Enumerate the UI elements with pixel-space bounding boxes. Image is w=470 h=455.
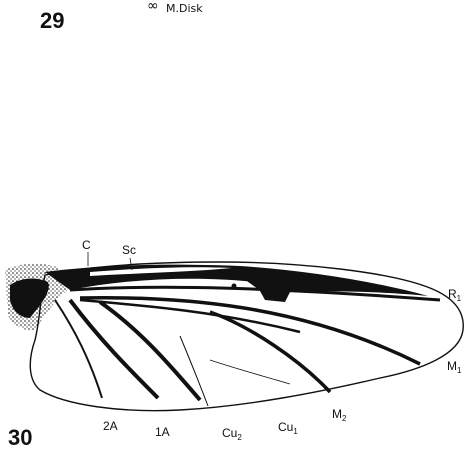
label-cu2: Cu2 [222, 427, 242, 442]
figure-30-number: 30 [8, 425, 32, 451]
label-cu1: Cu1 [278, 421, 298, 436]
label-costa: C [82, 239, 91, 251]
label-m1: M1 [447, 360, 461, 375]
label-2a: 2A [103, 420, 118, 432]
label-r1: R1 [448, 288, 461, 303]
label-m2: M2 [332, 408, 346, 423]
label-1a: 1A [155, 426, 170, 438]
label-subcosta: Sc [122, 244, 136, 256]
